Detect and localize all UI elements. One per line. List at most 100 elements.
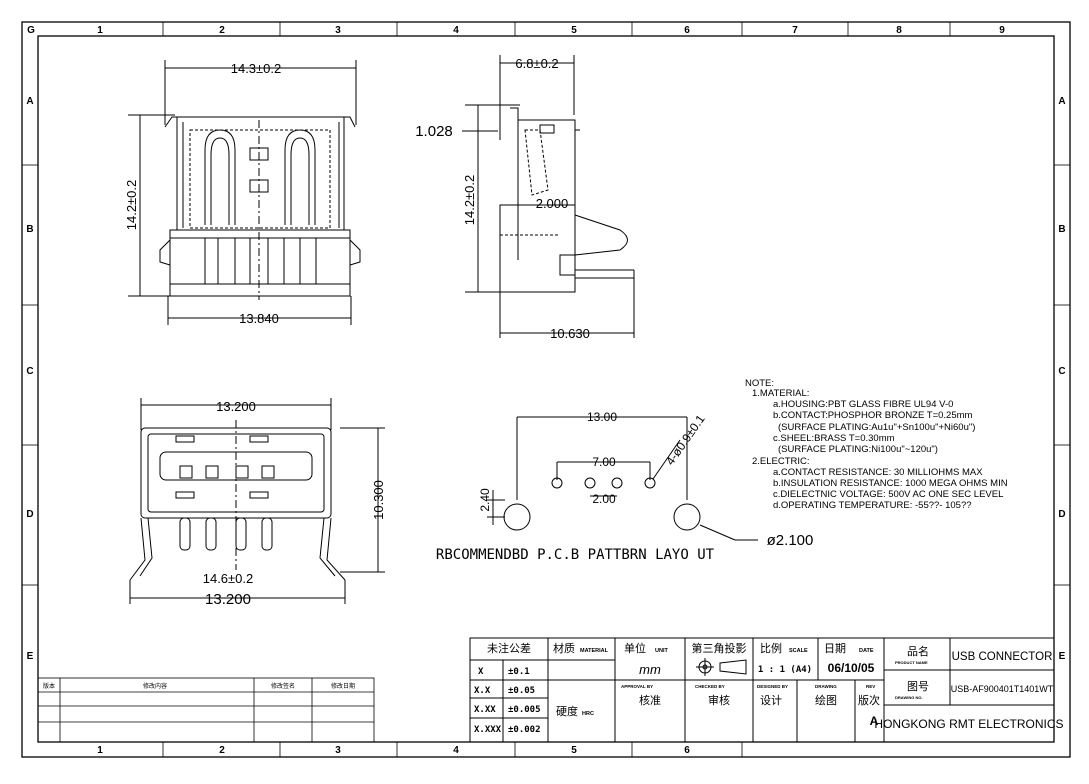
zone-top-9: 9 [999,25,1005,36]
note-line-2: a.HOUSING:PBT GLASS FIBRE UL94 V-0 [773,399,953,410]
drawno-cn: 图号 [907,680,929,693]
rev-en: REV [866,684,875,689]
tol-v-3: ±0.002 [508,725,541,735]
pcb-pitch-label: 2.00 [592,492,616,506]
zone-left-2: C [26,366,33,377]
zone-top-7: 7 [792,25,798,36]
rev-cn: 版次 [858,693,880,707]
tol-k-3: X.XXX [474,725,502,735]
front-view [128,60,361,325]
zone-right-1: B [1058,224,1065,235]
zone-top-4: 4 [453,25,459,36]
side-inner-label: 2.000 [536,196,569,211]
drawing-en: DRAWING [815,684,837,689]
date-en: DATE [859,648,874,654]
zone-bottom-2: 3 [335,745,341,756]
front-base-label: 13.840 [239,311,279,326]
zone-right-2: C [1058,366,1065,377]
material-cn: 材质 [553,641,575,655]
date-cn: 日期 [824,642,846,655]
pcb-inner-label: 7.00 [592,455,616,469]
tol-v-1: ±0.05 [508,686,535,696]
date-value: 06/10/05 [828,661,875,675]
tol-v-0: ±0.1 [508,667,530,677]
zone-bottom-0: 1 [97,745,103,756]
pcb-offset-label: 2.40 [478,488,492,512]
side-length-label: 10.630 [550,326,590,341]
rev-col-sign: 修改签名 [271,682,295,690]
zone-top-3: 3 [335,25,341,36]
bottom-overall-label: 14.6±0.2 [203,571,254,586]
approval-en: APPROVAL BY [621,684,653,689]
approval-cn: 核准 [639,693,661,707]
zone-top-0: G [27,25,35,36]
note-line-3: b.CONTACT:PHOSPHOR BRONZE T=0.25mm [773,410,973,421]
drawno-en: DRAWING NO. [895,695,923,700]
note-line-7: 2.ELECTRIC: [752,456,810,467]
zone-bottom-1: 2 [219,745,225,756]
tol-k-0: X [478,667,484,677]
checked-en: CHECKED BY [695,684,725,689]
product-en: PRODUCT NAME [895,660,928,665]
tol-k-1: X.X [474,686,491,696]
notes-block: NOTE: 1.MATERIAL: a.HOUSING:PBT GLASS FI… [745,378,1008,511]
note-line-8: a.CONTACT RESISTANCE: 30 MILLIOHMS MAX [773,467,983,478]
zone-right-0: A [1058,96,1065,107]
bottom-height-label: 10.300 [371,480,386,520]
front-width-label: 14.3±0.2 [231,61,282,76]
bottom-view [129,398,385,604]
rev-col-date: 修改日期 [331,682,355,690]
product-cn: 品名 [907,644,929,658]
bottom-overall-2-label: 13.200 [205,591,251,608]
scale-cn: 比例 [760,641,782,655]
zone-left-1: B [26,224,33,235]
inner-border [37,35,1055,743]
outer-border [21,21,1071,758]
zone-ticks [22,22,1070,757]
scale-value: 1 : 1 (A4) [758,665,812,675]
side-offset-label: 1.028 [415,123,453,140]
product-value: USB CONNECTOR [952,651,1053,663]
hardness-en: HRC [582,711,594,717]
tol-k-2: X.XX [474,705,496,715]
front-height-label: 14.2±0.2 [124,180,139,231]
title-block [469,637,1055,743]
rev-col-content: 修改内容 [143,682,167,690]
revision-table [37,677,375,743]
zone-bottom-5: 6 [684,745,690,756]
zone-right-3: D [1058,509,1065,520]
hardness-cn: 硬度 [556,704,578,718]
drawing-cn: 绘图 [815,693,837,707]
side-width-label: 6.8±0.2 [515,56,558,71]
note-line-10: c.DIELECTNIC VOLTAGE: 500V AC ONE SEC LE… [773,489,1003,500]
note-line-0: NOTE: [745,378,774,389]
note-line-6: (SURFACE PLATING:Ni100u"~120u") [778,444,938,455]
zone-top-2: 2 [219,25,225,36]
material-en: MATERIAL [580,648,609,654]
tol-v-2: ±0.005 [508,705,541,715]
unit-cn: 单位 [624,641,646,655]
zone-bottom-3: 4 [453,745,459,756]
side-height-label: 14.2±0.2 [462,175,477,226]
drawno-value: USB-AF900401T1401WT [951,684,1054,694]
pcb-caption: RBCOMMENDBD P.C.B PATTBRN LAYO UT [436,547,715,563]
bottom-width-label: 13.200 [216,399,256,414]
zone-top-8: 8 [896,25,902,36]
projection-cn: 第三角投影 [692,641,747,655]
zone-left-0: A [26,96,33,107]
company-name: HONGKONG RMT ELECTRONICS [874,717,1063,731]
zone-left-3: D [26,509,33,520]
zone-bottom-4: 5 [571,745,577,756]
unit-en: UNIT [655,648,668,654]
rev-value: A [870,714,879,728]
note-line-9: b.INSULATION RESISTANCE: 1000 MEGA OHMS … [773,478,1008,489]
note-line-11: d.OPERATING TEMPERATURE: -55??- 105?? [773,500,972,511]
note-line-4: (SURFACE PLATING:Au1u"+Sn100u"+Ni60u") [778,422,975,433]
scale-en: SCALE [789,648,808,654]
zone-top-6: 6 [684,25,690,36]
zone-top-1: 1 [97,25,103,36]
zone-right-4: E [1059,651,1066,662]
checked-cn: 审核 [708,693,730,707]
side-view [462,55,635,338]
